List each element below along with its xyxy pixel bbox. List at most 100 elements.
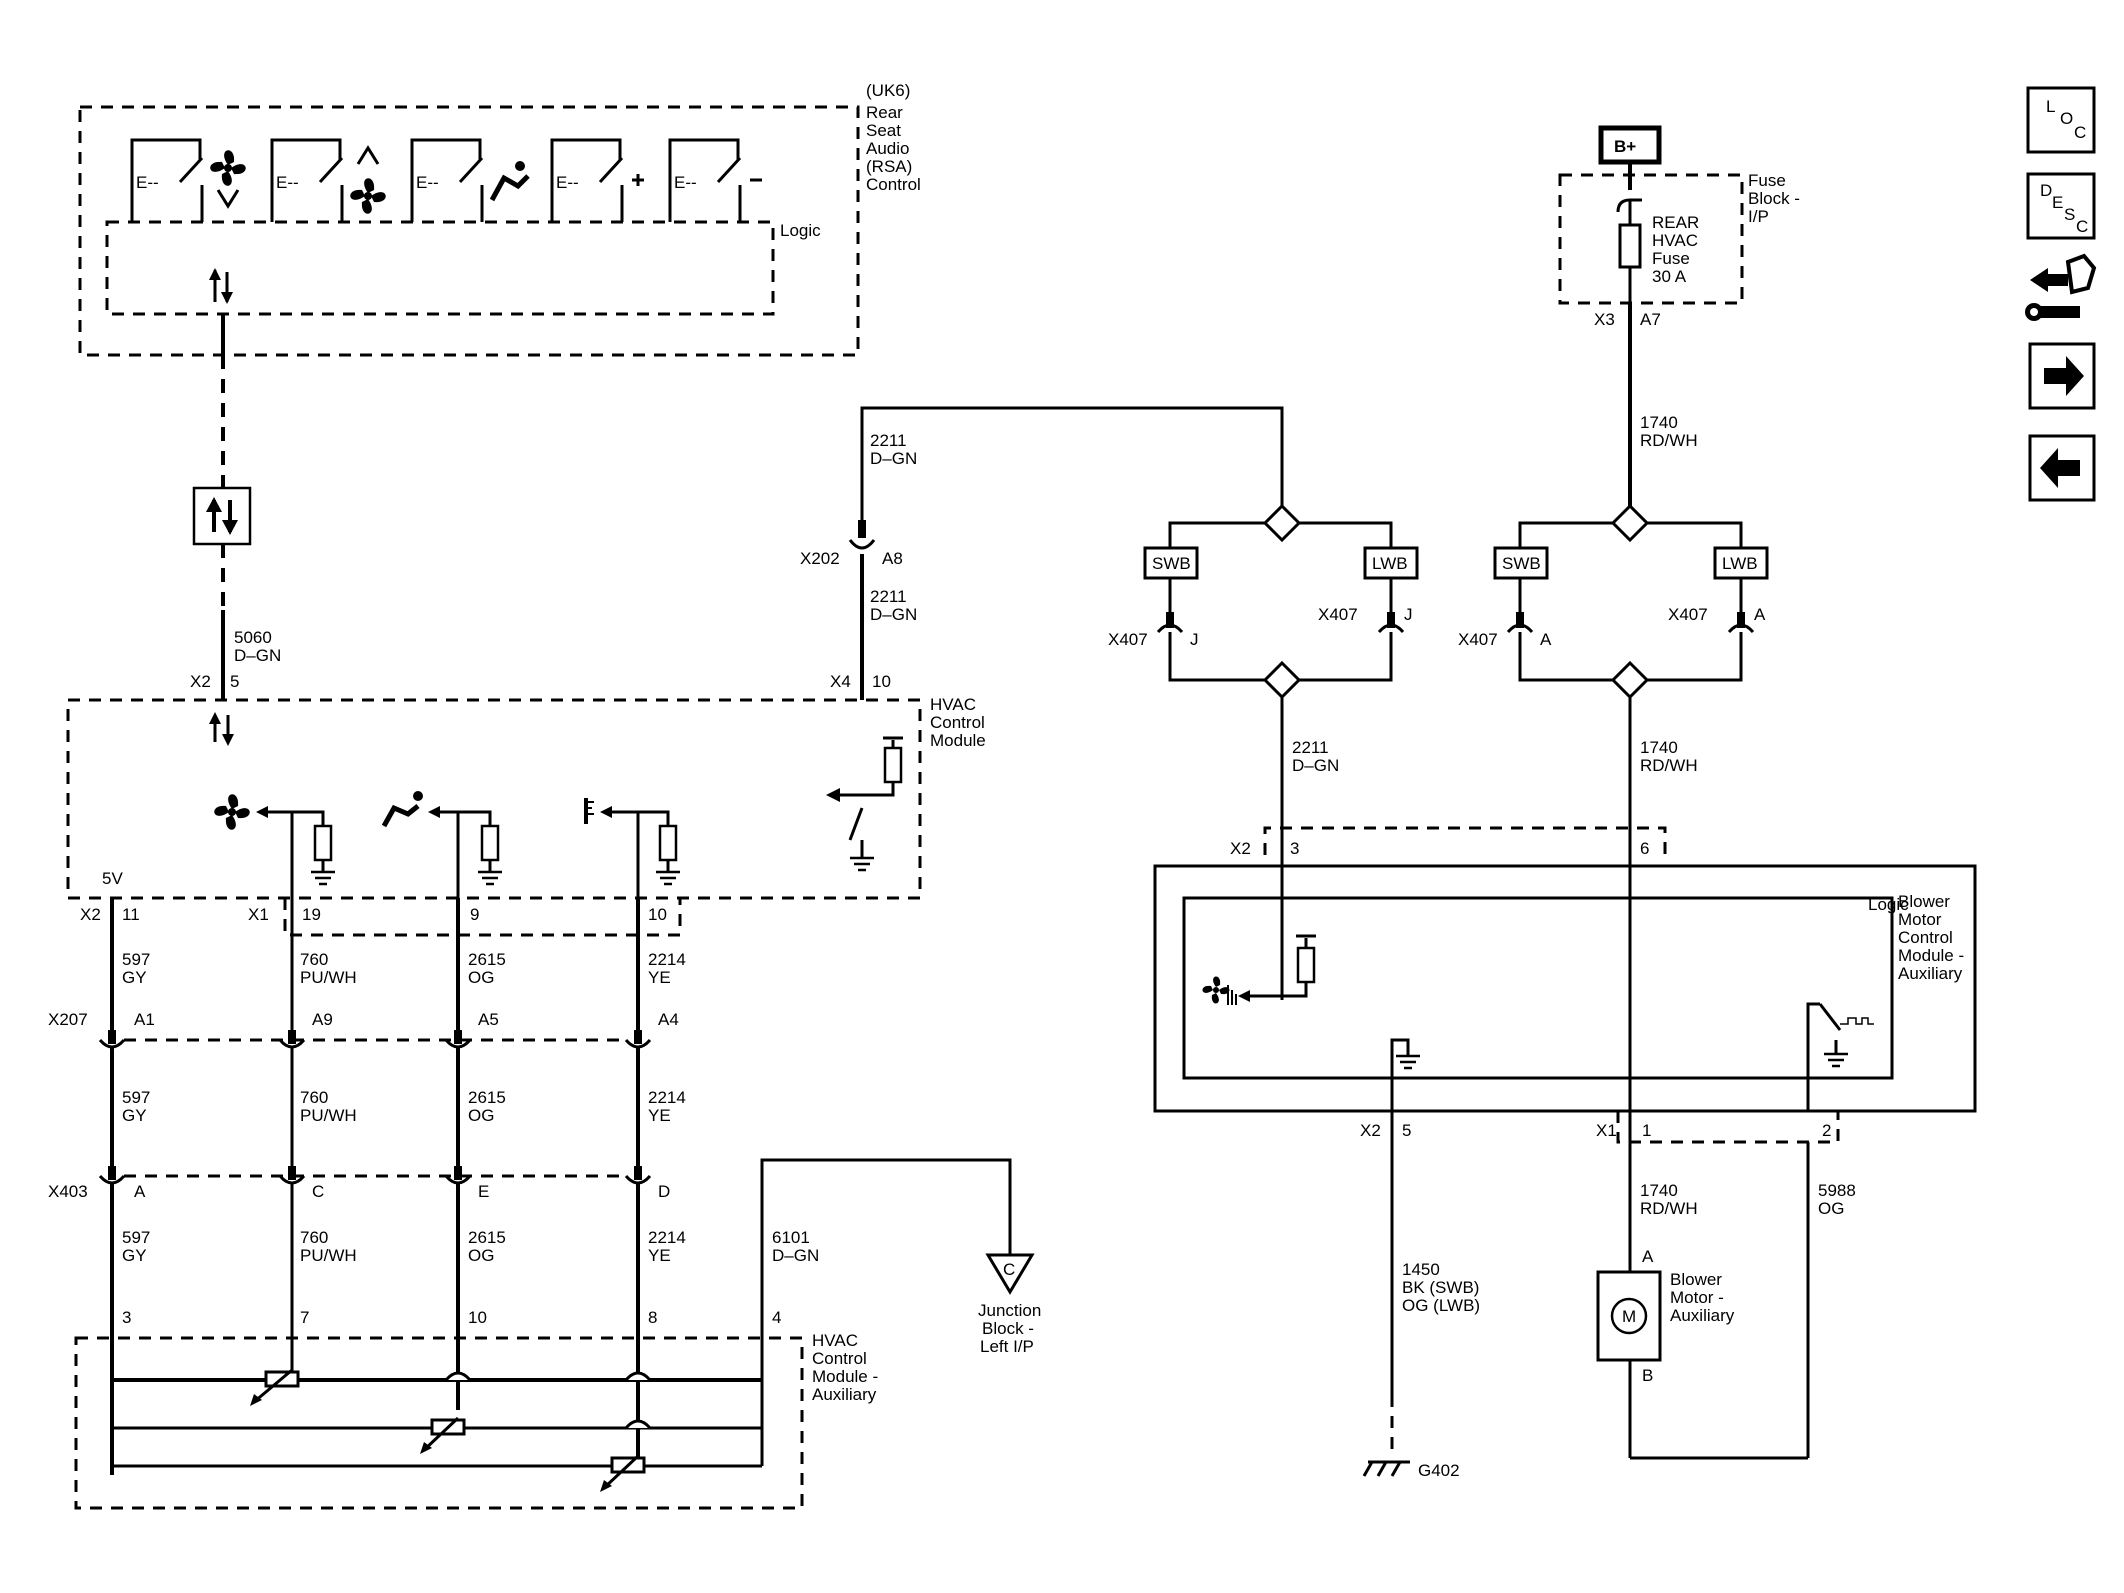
arrow-right-icon — [2044, 356, 2084, 396]
w6101-color: D–GN — [772, 1246, 819, 1265]
w2214-a-num: 2214 — [648, 950, 686, 969]
pin-10: 10 — [648, 905, 667, 924]
wire-1450-color-2: OG (LWB) — [1402, 1296, 1480, 1315]
desc-letter-2: E — [2052, 193, 2063, 212]
potentiometer-1 — [250, 1368, 300, 1406]
wire-2211-mid-color: D–GN — [870, 605, 917, 624]
w597-a-color: GY — [122, 968, 147, 987]
next-button[interactable] — [2028, 342, 2096, 410]
fuse-symbol — [1618, 223, 1642, 269]
bidirectional-arrow-icon — [209, 712, 234, 746]
svg-text:E--: E-- — [136, 173, 159, 192]
previous-button[interactable] — [2028, 434, 2096, 502]
arrow-left-icon — [2040, 448, 2080, 488]
rsa-name-2: Seat — [866, 121, 901, 140]
wire-2211-top-num: 2211 — [870, 431, 907, 450]
svg-text:Module -: Module - — [1898, 946, 1964, 965]
svg-text:X407: X407 — [1318, 605, 1358, 624]
fan-icon — [214, 794, 250, 830]
splice-2211: SWB LWB X407 J X407 J — [1108, 503, 1419, 700]
conn-x4-pin: 10 — [872, 672, 891, 691]
rsa-switch-mode: E-- — [410, 138, 530, 222]
desc-letter-1: D — [2040, 181, 2052, 200]
wire-1450-color-1: BK (SWB) — [1402, 1278, 1479, 1297]
svg-text:A5: A5 — [478, 1010, 499, 1029]
svg-text:Motor: Motor — [1898, 910, 1942, 929]
motor-icon — [1610, 1297, 1648, 1335]
svg-text:Logic: Logic — [1868, 895, 1909, 914]
pin-9: 9 — [470, 905, 479, 924]
wire-1740-low-color: RD/WH — [1640, 1199, 1698, 1218]
svg-text:B: B — [1642, 1366, 1653, 1385]
rsa-logic-box — [105, 220, 775, 316]
svg-text:X3: X3 — [1594, 310, 1615, 329]
blower-motor-control-module: X2 3 6 Blower Motor Control Module - Aux… — [1153, 826, 1977, 1144]
pin-11: 11 — [122, 905, 140, 924]
desc-letter-4: C — [2076, 217, 2088, 236]
svg-text:4: 4 — [772, 1308, 781, 1327]
svg-text:Motor -: Motor - — [1670, 1288, 1724, 1307]
blower-motor: A M B Blower Motor - Auxiliary — [1596, 1247, 1735, 1385]
fan-icon — [1202, 976, 1230, 1004]
w2214-b-color: YE — [648, 1106, 671, 1125]
loc-letter-2: O — [2060, 109, 2073, 128]
w760-b-num: 760 — [300, 1088, 328, 1107]
rsa-outline — [78, 105, 860, 357]
junction-block-terminal: C — [985, 1253, 1035, 1295]
hvac-name-3: Module — [930, 731, 986, 750]
w2214-b-num: 2214 — [648, 1088, 686, 1107]
seat-occupant-icon — [381, 791, 423, 828]
w2214-c-num: 2214 — [648, 1228, 686, 1247]
svg-text:Control: Control — [812, 1349, 867, 1368]
svg-text:A9: A9 — [312, 1010, 333, 1029]
wire-5060-num: 5060 — [234, 628, 272, 647]
svg-text:LWB: LWB — [1372, 554, 1408, 573]
w760-a-num: 760 — [300, 950, 328, 969]
wire-5060-color: D–GN — [234, 646, 281, 665]
svg-text:Module -: Module - — [812, 1367, 878, 1386]
svg-text:10: 10 — [468, 1308, 487, 1327]
svg-text:X407: X407 — [1668, 605, 1708, 624]
hvac-aux-module: HVAC Control Module - Auxiliary 3 7 10 8… — [74, 1308, 878, 1510]
description-button[interactable]: D E S C — [2026, 172, 2096, 240]
connector-repair-button[interactable] — [2025, 253, 2097, 321]
svg-text:LWB: LWB — [1722, 554, 1758, 573]
svg-text:C: C — [312, 1182, 324, 1201]
svg-text:A1: A1 — [134, 1010, 155, 1029]
w2615-b-num: 2615 — [468, 1088, 506, 1107]
w597-b-num: 597 — [122, 1088, 150, 1107]
svg-text:5: 5 — [1402, 1121, 1411, 1140]
svg-text:X2: X2 — [1360, 1121, 1381, 1140]
svg-text:D: D — [658, 1182, 670, 1201]
splice-1740: SWB LWB X407 A X407 A — [1458, 503, 1769, 700]
wire-2211-top-color: D–GN — [870, 449, 917, 468]
svg-text:A: A — [1754, 605, 1766, 624]
svg-text:X407: X407 — [1458, 630, 1498, 649]
rsa-code: (UK6) — [866, 81, 910, 100]
svg-text:X1: X1 — [1596, 1121, 1617, 1140]
w2615-c-num: 2615 — [468, 1228, 506, 1247]
rsa-name-1: Rear — [866, 103, 903, 122]
svg-text:J: J — [1190, 630, 1199, 649]
junction-name-2: Block - — [982, 1319, 1034, 1338]
desc-letter-3: S — [2064, 205, 2075, 224]
connector-x207: X207 A1 A9 A5 A4 — [48, 1010, 679, 1049]
svg-text:E: E — [478, 1182, 489, 1201]
svg-text:M: M — [1622, 1307, 1636, 1326]
svg-text:Auxiliary: Auxiliary — [812, 1385, 877, 1404]
svg-text:E--: E-- — [276, 173, 299, 192]
fan-icon — [210, 150, 246, 186]
svg-text:X2: X2 — [1230, 839, 1251, 858]
fan-icon — [350, 178, 386, 214]
svg-text:C: C — [1003, 1260, 1015, 1279]
thermometer-icon — [584, 798, 594, 824]
svg-text:A: A — [1540, 630, 1552, 649]
rsa-control: Logic (UK6) Rear Seat Audio (RSA) Contro… — [78, 81, 921, 357]
connector-x403: X403 A C E D — [48, 1166, 670, 1201]
rsa-switch-temp-down: E-- — [668, 138, 762, 222]
w597-c-num: 597 — [122, 1228, 150, 1247]
svg-text:I/P: I/P — [1748, 207, 1769, 226]
seat-occupant-icon — [489, 161, 530, 202]
location-button[interactable]: L O C — [2026, 86, 2096, 154]
svg-text:X407: X407 — [1108, 630, 1148, 649]
